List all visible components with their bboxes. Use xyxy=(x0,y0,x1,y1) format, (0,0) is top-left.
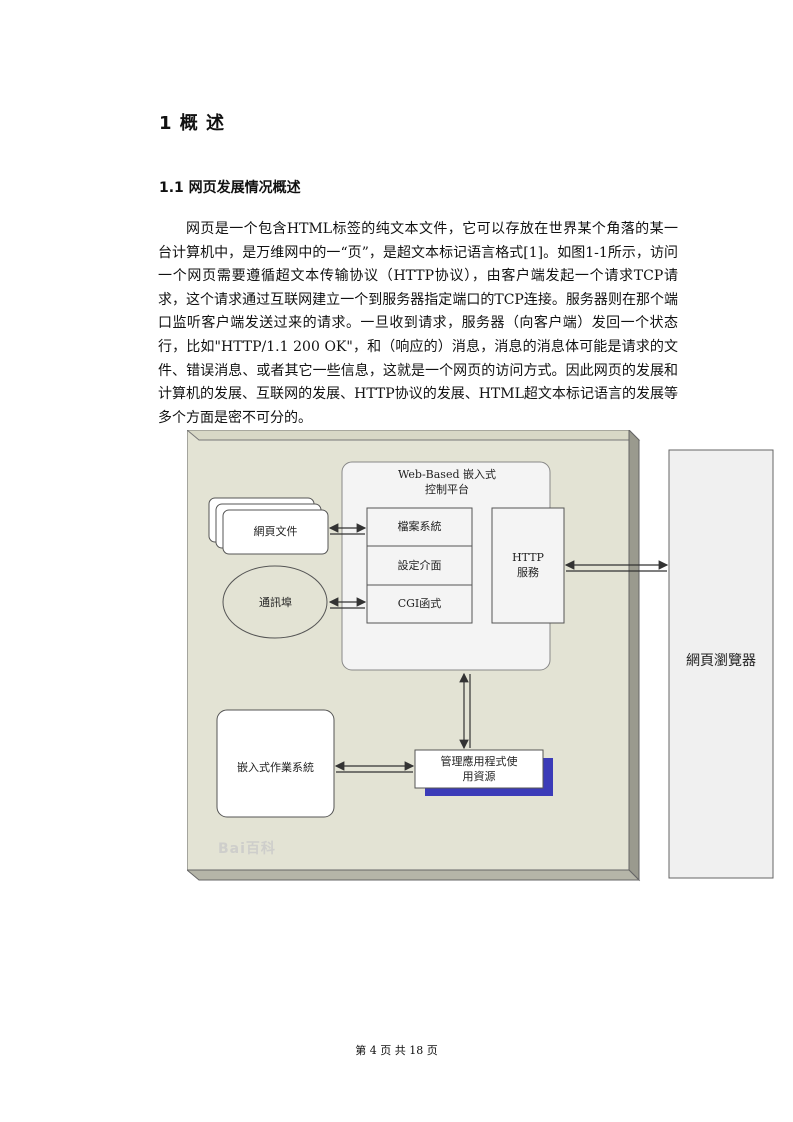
app-resource-box xyxy=(414,749,544,789)
browser-label: 網頁瀏覽器 xyxy=(686,653,756,669)
page-footer: 第 4 页 共 18 页 xyxy=(355,1044,438,1057)
baidu-watermark: Bai百科 xyxy=(218,841,276,857)
settings-ui-label: 設定介面 xyxy=(397,559,442,572)
web-files-label: 網頁文件 xyxy=(253,525,298,538)
embedded-os-box xyxy=(216,709,335,818)
section-heading: 1.1 网页发展情况概述 xyxy=(159,180,301,196)
architecture-diagram: Web-Based 嵌入式 控制平台 網頁文件 通訊埠 檔案系統 設定介面 CG… xyxy=(187,430,787,885)
http-service-box xyxy=(491,507,565,624)
web-files-box xyxy=(222,509,329,555)
http-service-label: HTTP 服務 xyxy=(512,551,544,579)
embedded-os-label: 嵌入式作業系統 xyxy=(237,761,314,774)
browser-box xyxy=(668,449,774,879)
platform-board-side xyxy=(628,430,640,882)
cgi-label: CGI函式 xyxy=(397,597,442,610)
body-paragraph: 网页是一个包含HTML标签的纯文本文件，它可以存放在世界某个角落的某一台计算机中… xyxy=(158,221,678,426)
diagram-graphics xyxy=(187,430,774,882)
comm-port-label: 通訊埠 xyxy=(259,596,292,609)
comm-port-ellipse xyxy=(222,565,328,639)
app-resource-label: 管理應用程式使 用資源 xyxy=(440,755,518,783)
chapter-heading: 1 概 述 xyxy=(159,113,226,134)
file-system-label: 檔案系統 xyxy=(397,520,442,533)
platform-title-label: Web-Based 嵌入式 控制平台 xyxy=(397,468,496,496)
